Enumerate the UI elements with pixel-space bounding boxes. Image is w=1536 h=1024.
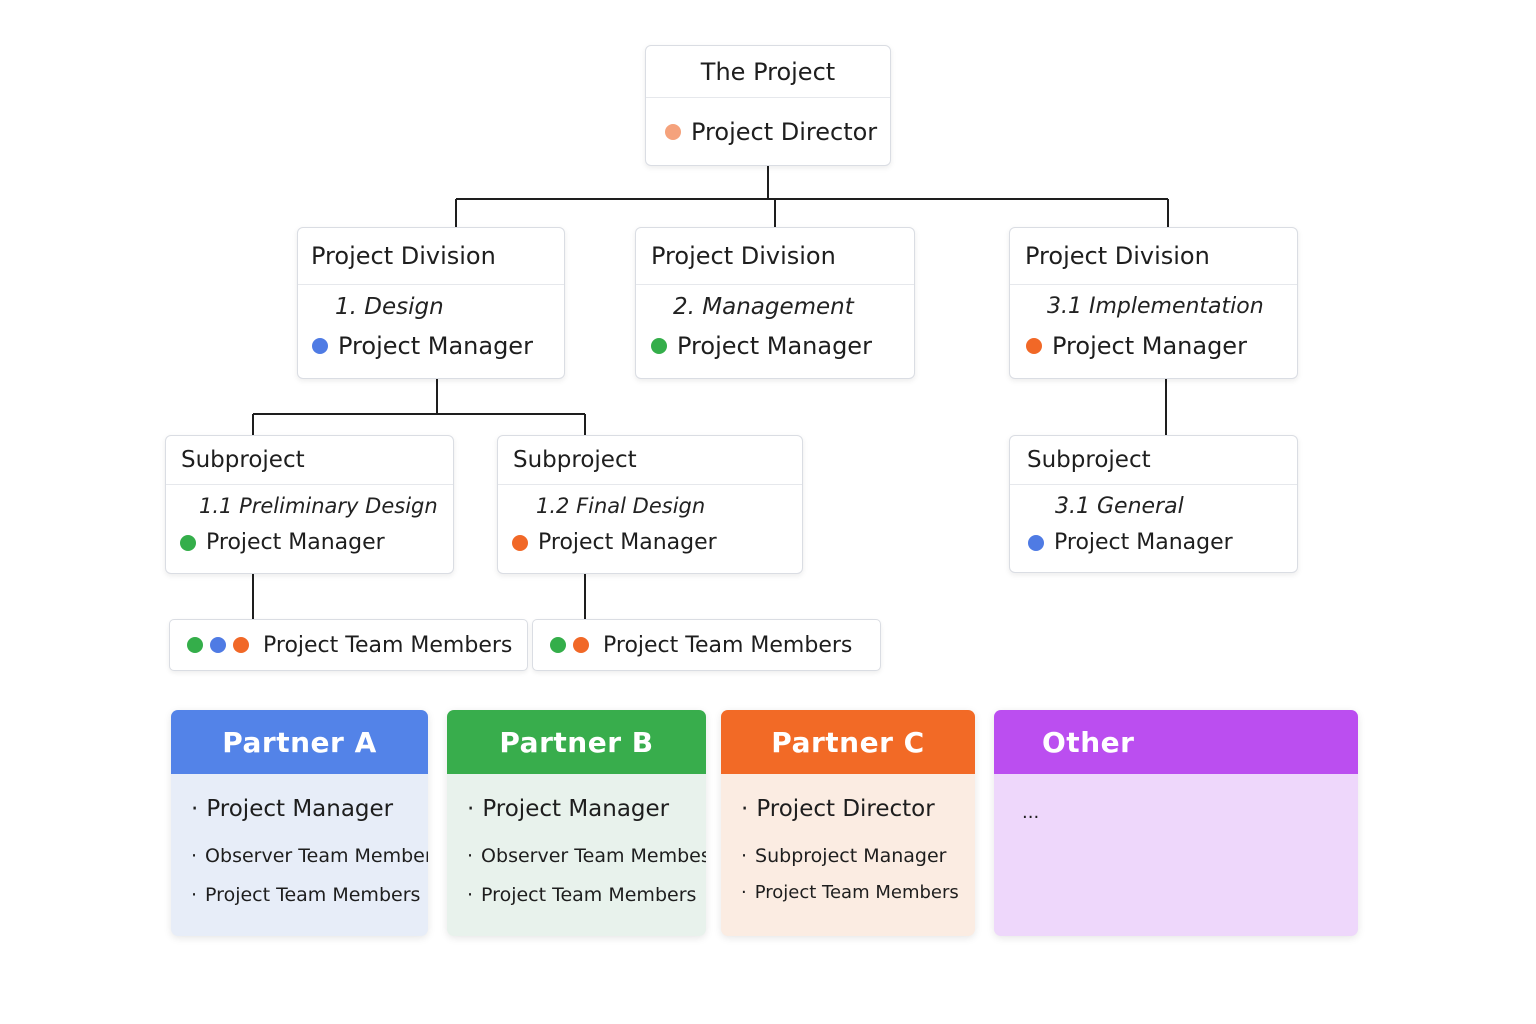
subproject-role-dot	[512, 534, 528, 551]
partner-card-a[interactable]: Partner A · Project Manager · Observer Tea…	[171, 710, 428, 936]
partner-list-item: · Project Team Members	[741, 882, 959, 903]
bullet-icon: ·	[191, 845, 198, 867]
partner-header: Partner C	[721, 710, 975, 774]
division-role-dot	[1026, 338, 1042, 354]
bullet-icon: ·	[467, 884, 474, 906]
partner-list-item: · Project Team Members	[467, 884, 696, 906]
partner-item-text: Project Team Members	[481, 884, 697, 906]
partner-list-item: · Observer Team Members	[191, 845, 428, 867]
root-role: Project Director	[665, 118, 877, 146]
subproject-subtitle: 1.2 Final Design	[536, 494, 706, 518]
partner-item-text: Subproject Manager	[755, 845, 947, 867]
subproject-title: Subproject	[166, 436, 453, 485]
partner-list-item: · Project Manager	[467, 796, 669, 822]
partner-card-b[interactable]: Partner B · Project Manager · Observer Tea…	[447, 710, 706, 936]
division-subtitle: 3.1 Implementation	[1047, 294, 1264, 319]
division-role-dot	[312, 338, 328, 354]
bullet-icon: ·	[741, 845, 748, 867]
division-role-label: Project Manager	[338, 332, 533, 360]
partner-item-text: ...	[1022, 802, 1040, 823]
subproject-role: Project Manager	[180, 530, 385, 555]
division-title: Project Division	[1010, 228, 1297, 285]
subproject-node-general[interactable]: Subproject 3.1 General Project Manager	[1009, 435, 1298, 573]
partner-item-text: Project Team Members	[754, 882, 959, 903]
subproject-role: Project Manager	[1028, 530, 1233, 555]
team-dot	[233, 637, 249, 653]
partner-item-text: Project Director	[756, 796, 935, 822]
division-node-management[interactable]: Project Division 2. Management Project M…	[635, 227, 915, 379]
root-node[interactable]: The Project Project Director	[645, 45, 891, 166]
division-subtitle: 1. Design	[335, 294, 444, 320]
division-role: Project Manager	[651, 332, 872, 360]
subproject-subtitle: 1.1 Preliminary Design	[199, 494, 438, 518]
subproject-node-final[interactable]: Subproject 1.2 Final Design Project Mana…	[497, 435, 803, 574]
bullet-icon: ·	[191, 796, 199, 822]
subproject-title: Subproject	[1010, 436, 1297, 485]
partner-header: Partner B	[447, 710, 706, 774]
connector-root-to-divisions	[455, 165, 1169, 228]
bullet-icon: ·	[191, 884, 198, 906]
subproject-role-label: Project Manager	[538, 530, 717, 555]
partner-list-item: · Subproject Manager	[741, 845, 946, 867]
division-role-label: Project Manager	[677, 332, 872, 360]
partner-item-text: Project Team Members	[205, 884, 421, 906]
subproject-role-dot	[1028, 534, 1044, 551]
division-node-implementation[interactable]: Project Division 3.1 Implementation Proj…	[1009, 227, 1298, 379]
partner-card-c[interactable]: Partner C · Project Director · Subproject …	[721, 710, 975, 936]
partner-item-text: Observer Team Members	[205, 845, 428, 867]
subproject-subtitle: 3.1 General	[1055, 494, 1184, 519]
team-members-box-1[interactable]: Project Team Members	[169, 619, 528, 671]
division-subtitle: 2. Management	[673, 294, 854, 320]
partner-list-item: ...	[1022, 802, 1039, 823]
team-dot	[550, 637, 566, 653]
partner-list-item: · Project Director	[741, 796, 935, 822]
bullet-icon: ·	[467, 845, 474, 867]
division-title: Project Division	[298, 228, 564, 285]
partner-list-item: · Project Team Members	[191, 884, 420, 906]
subproject-role: Project Manager	[512, 530, 717, 555]
partner-list-item: · Observer Team Membes	[467, 845, 706, 867]
subproject-role-label: Project Manager	[1054, 530, 1233, 555]
partner-card-other[interactable]: Other ...	[994, 710, 1358, 936]
bullet-icon: ·	[741, 796, 749, 822]
subproject-node-preliminary[interactable]: Subproject 1.1 Preliminary Design Projec…	[165, 435, 454, 574]
team-label: Project Team Members	[263, 632, 513, 658]
partner-header: Partner A	[171, 710, 428, 774]
team-members-box-2[interactable]: Project Team Members	[532, 619, 881, 671]
partner-item-text: Observer Team Membes	[481, 845, 706, 867]
subproject-role-label: Project Manager	[206, 530, 385, 555]
root-role-label: Project Director	[691, 118, 878, 146]
team-dot	[573, 637, 589, 653]
partner-item-text: Project Manager	[482, 796, 670, 822]
division-role-label: Project Manager	[1052, 332, 1247, 360]
division-node-design[interactable]: Project Division 1. Design Project Manag…	[297, 227, 565, 379]
bullet-icon: ·	[467, 796, 475, 822]
root-role-dot	[665, 124, 681, 140]
partner-list-item: · Project Manager	[191, 796, 393, 822]
connector-design-to-subprojects	[252, 378, 586, 436]
bullet-icon: ·	[741, 882, 747, 903]
root-title: The Project	[646, 46, 890, 98]
team-dot	[187, 637, 203, 653]
subproject-title: Subproject	[498, 436, 802, 485]
division-role: Project Manager	[312, 332, 533, 360]
partner-header: Other	[994, 710, 1358, 774]
team-label: Project Team Members	[603, 632, 853, 658]
division-role-dot	[651, 338, 667, 354]
team-dot	[210, 637, 226, 653]
division-title: Project Division	[636, 228, 914, 285]
partner-item-text: Project Manager	[206, 796, 394, 822]
subproject-role-dot	[180, 534, 196, 551]
division-role: Project Manager	[1026, 332, 1247, 360]
